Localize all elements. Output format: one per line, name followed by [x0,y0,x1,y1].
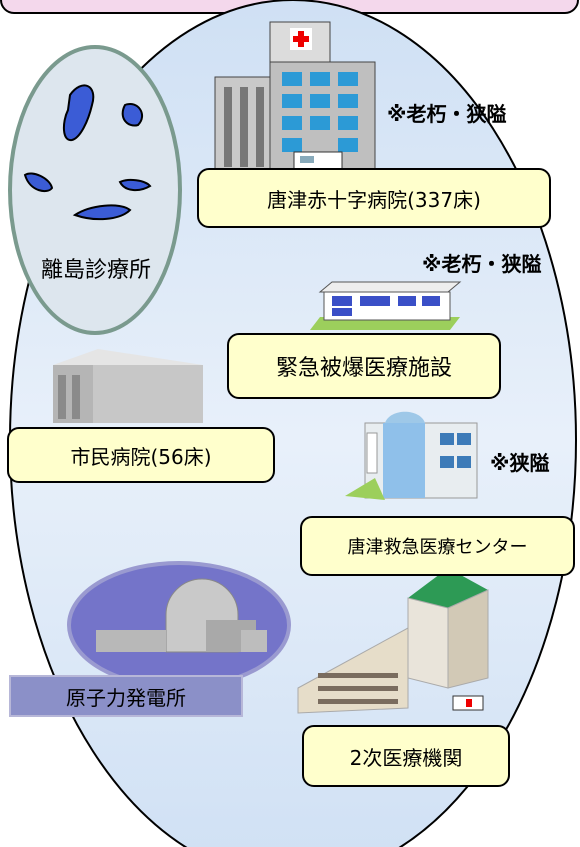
hospital-building-icon [214,21,376,173]
label-city-hospital-text: 市民病院(56床) [70,444,212,469]
label-nuclear-plant: 原子力発電所 [9,675,243,717]
note-old-narrow-2-text: ※老朽・狭隘 [422,252,542,276]
label-emergency-center: 唐津救急医療センター [300,516,575,576]
gray-building-icon [53,349,203,423]
label-emergency-center-text: 唐津救急医療センター [347,537,528,558]
modern-clinic-icon [345,411,478,500]
clinic-building-icon [310,281,462,330]
island-map-icon [23,84,152,221]
label-city-hospital: 市民病院(56床) [7,427,275,483]
label-karatsu-red-cross-text: 唐津赤十字病院(337床) [267,187,481,212]
label-secondary-care-text: 2次医療機関 [349,745,463,770]
nuclear-plant-icon [67,561,291,689]
label-emergency-radiation: 緊急被爆医療施設 [227,333,501,399]
label-remote-island-text: 離島診療所 [40,258,151,283]
secondary-hospital-icon [297,568,489,714]
label-karatsu-red-cross: 唐津赤十字病院(337床) [197,168,551,228]
label-remote-island: 離島診療所 [22,252,170,284]
note-narrow: ※狭隘 [490,447,549,476]
note-old-narrow-2: ※老朽・狭隘 [422,248,541,277]
label-secondary-care: 2次医療機関 [302,725,510,787]
label-emergency-radiation-text: 緊急被爆医療施設 [275,356,452,381]
note-narrow-text: ※狭隘 [490,451,550,475]
label-nuclear-plant-text: 原子力発電所 [66,685,186,710]
note-old-narrow-1-text: ※老朽・狭隘 [387,102,507,126]
note-old-narrow-1: ※老朽・狭隘 [387,98,506,127]
